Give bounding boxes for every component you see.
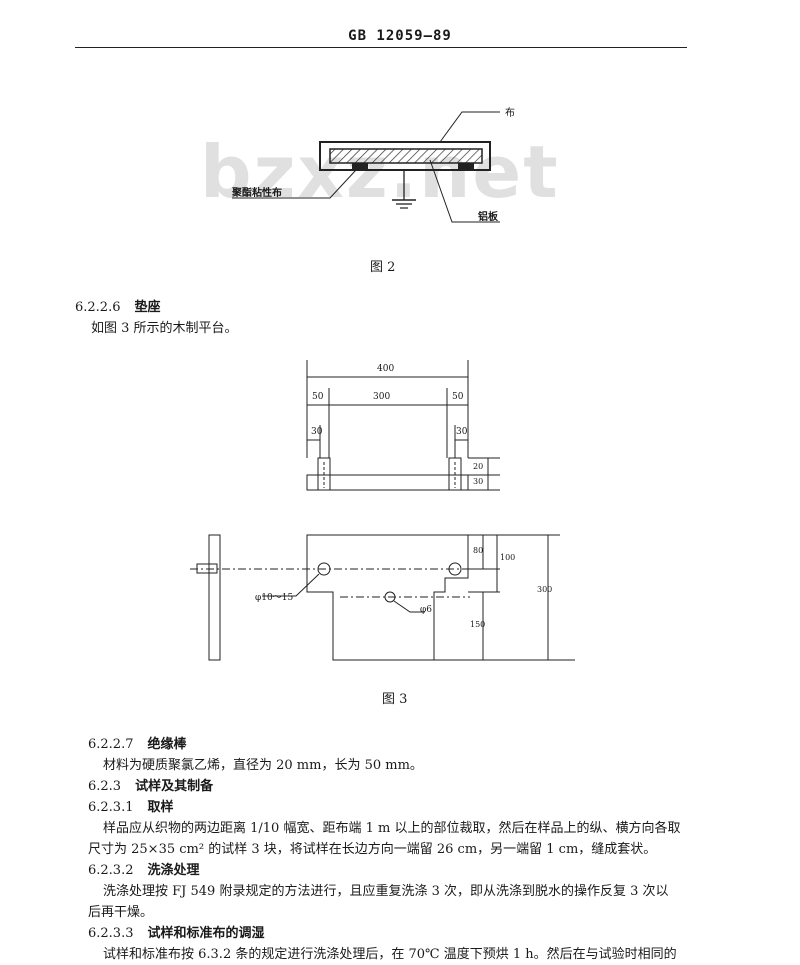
section-title: 洗涤处理 xyxy=(147,863,200,878)
label-cloth: 布 xyxy=(505,108,515,119)
section-6231-line2: 尺寸为 25×35 cm² 的试样 3 块，将试样在长边方向一端留 26 cm，… xyxy=(88,842,657,857)
section-6231-line1: 样品应从织物的两边距离 1/10 幅宽、距布端 1 m 以上的部位裁取，然后在样… xyxy=(103,821,681,836)
hole-right xyxy=(448,562,462,576)
aluminum-plate xyxy=(329,148,483,164)
section-number: 6.2.3.1 xyxy=(88,800,134,815)
section-6233-line1: 试样和标准布按 6.3.2 条的规定进行洗涤处理后，在 70℃ 温度下预烘 1 … xyxy=(103,947,677,962)
section-6226-heading: 6.2.2.6 垫座 xyxy=(75,296,161,315)
cloth-outline xyxy=(319,141,491,171)
section-number: 6.2.3.3 xyxy=(88,926,134,941)
insulating-rod xyxy=(208,534,221,661)
post-right xyxy=(448,457,462,491)
section-6227-body: 材料为硬质聚氯乙烯，直径为 20 mm，长为 50 mm。 xyxy=(103,758,423,773)
section-title: 试样和标准布的调湿 xyxy=(147,926,265,941)
platform-board xyxy=(306,474,469,491)
leader-cloth xyxy=(439,111,500,143)
hole-center xyxy=(384,591,396,603)
section-6231-heading: 6.2.3.1 取样 xyxy=(88,796,174,815)
label-adhesive: 聚酯粘性布 xyxy=(232,188,282,199)
dim-total-width: 400 xyxy=(377,364,395,374)
dim-middle: 300 xyxy=(373,392,391,402)
watermark: bzxz.net xyxy=(200,130,560,214)
dim-post-h1: 20 xyxy=(473,462,484,471)
dim-post-h2: 30 xyxy=(473,477,484,486)
figure-3-caption: 图 3 xyxy=(382,692,408,707)
dim-hole-big: φ10～15 xyxy=(255,593,294,603)
dim-post-left: 30 xyxy=(311,427,323,437)
section-title: 垫座 xyxy=(134,300,161,315)
figure-2-caption: 图 2 xyxy=(370,260,396,275)
section-title: 试样及其制备 xyxy=(135,779,214,794)
section-6226-body: 如图 3 所示的木制平台。 xyxy=(91,321,238,336)
dim-side-right: 50 xyxy=(452,392,464,402)
section-title: 取样 xyxy=(147,800,174,815)
section-number: 6.2.3.2 xyxy=(88,863,134,878)
standard-header: GB 12059—89 xyxy=(348,28,452,44)
figure-3-drawing xyxy=(190,360,575,661)
section-number: 6.2.3 xyxy=(88,779,122,794)
leader-aluminum xyxy=(429,159,500,223)
section-6232-heading: 6.2.3.2 洗涤处理 xyxy=(88,859,200,878)
platform-plan xyxy=(306,534,469,661)
section-title: 绝缘棒 xyxy=(147,737,187,752)
dim-300: 300 xyxy=(537,585,553,594)
dim-hole-small: φ6 xyxy=(420,605,433,615)
adhesive-foot-right xyxy=(458,163,474,170)
section-number: 6.2.2.7 xyxy=(88,737,134,752)
dim-150: 150 xyxy=(470,620,486,629)
section-6227-heading: 6.2.2.7 绝缘棒 xyxy=(88,733,187,752)
dim-post-right: 30 xyxy=(456,427,468,437)
leader-adhesive xyxy=(232,169,357,199)
dim-80: 80 xyxy=(473,546,484,555)
label-aluminum: 铝板 xyxy=(478,212,498,223)
header-rule xyxy=(75,47,687,48)
dim-side-left: 50 xyxy=(312,392,324,402)
section-6233-heading: 6.2.3.3 试样和标准布的调湿 xyxy=(88,922,265,941)
section-6232-line1: 洗涤处理按 FJ 549 附录规定的方法进行，且应重复洗涤 3 次，即从洗涤到脱… xyxy=(103,884,669,899)
dim-100: 100 xyxy=(500,553,516,562)
section-623-heading: 6.2.3 试样及其制备 xyxy=(88,775,213,794)
section-6232-line2: 后再干燥。 xyxy=(88,905,154,920)
rod-pin xyxy=(196,563,218,574)
post-left xyxy=(317,457,331,491)
adhesive-foot-left xyxy=(352,163,368,170)
section-number: 6.2.2.6 xyxy=(75,300,121,315)
hole-left xyxy=(317,562,331,576)
